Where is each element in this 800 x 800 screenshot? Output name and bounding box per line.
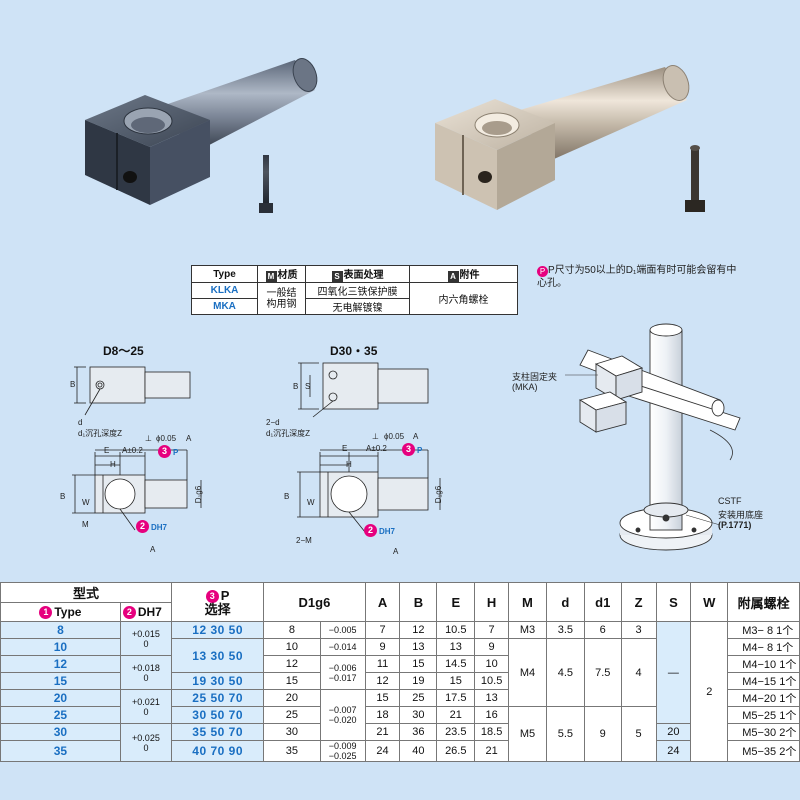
header-a: A — [364, 582, 401, 622]
dim-w-large: W — [307, 498, 315, 507]
assembly-illustration — [565, 323, 741, 551]
dim-d1g6-large: D₁g6 — [434, 485, 444, 504]
dim-e-large: E — [342, 444, 348, 453]
header-w: W — [690, 582, 729, 622]
spec-accessory: 内六角螺栓 — [409, 282, 518, 315]
dim-d1z-small: d₁沉孔深度Z — [78, 429, 123, 438]
product-image-mka — [435, 65, 705, 212]
dim-m-large: 2−M — [296, 536, 312, 545]
spec-type-klka: KLKA — [191, 282, 258, 299]
dim-h-large: H — [346, 460, 352, 469]
header-z: Z — [620, 582, 657, 622]
product-image-klka — [85, 58, 318, 213]
header-d1: d1 — [583, 582, 622, 622]
header-s: S — [655, 582, 692, 622]
clamp-label: 支柱固定夹 — [512, 372, 558, 382]
drawing-small-front — [72, 449, 202, 531]
dim-aref2-large: A — [393, 547, 399, 556]
spec-type-mka: MKA — [191, 298, 258, 315]
dim-d-large: 2−d — [266, 418, 280, 427]
dim-aref2-small: A — [150, 545, 156, 554]
dim-a-small: A±0.2 — [122, 446, 143, 455]
dim-perp-large: ⊥ — [372, 432, 379, 441]
dim-perp-small: ⊥ — [145, 434, 152, 443]
drawing-small-title: D8～25 — [103, 344, 144, 358]
spec-header-type: Type — [191, 265, 258, 283]
dim-aref-small: A — [186, 434, 192, 443]
dim-b-small: B — [70, 380, 76, 389]
dim-e-small: E — [104, 446, 110, 455]
header-bolt: 附属螺栓 — [727, 582, 800, 622]
dim-b2-large: B — [284, 492, 290, 501]
spec-material: 一般结构用钢 — [257, 282, 306, 315]
dim-phi-large: ϕ0.05 — [384, 432, 405, 441]
drawing-large-title: D30・35 — [330, 344, 378, 358]
table-row: 25 30 50 70 25 18 30 21 16 M5 5.5 9 5 M5… — [0, 706, 800, 762]
clamp-model: (MKA) — [512, 382, 538, 392]
dim-d1g6-small: D₁g6 — [194, 485, 204, 504]
dim-h-small: H — [110, 460, 116, 469]
header-h: H — [474, 582, 510, 622]
table-row: 10 13 30 50 10 −0.014 9 13 13 9 M4 4.5 7… — [0, 638, 800, 707]
dim-m-small: M — [82, 520, 89, 529]
dim-w-small: W — [82, 498, 90, 507]
dim-d-small: d — [78, 418, 83, 427]
header-e: E — [436, 582, 476, 622]
dim-s-large: S — [305, 382, 311, 391]
dim-phi-small: ϕ0.05 — [156, 434, 177, 443]
note-text: P尺寸为50以上的D₁端面有时可能会留有中心孔。 — [537, 265, 737, 289]
spec-surface-mka: 无电解镀镍 — [305, 298, 410, 315]
dim-aref-large: A — [413, 432, 419, 441]
header-m: M — [508, 582, 547, 622]
header-b: B — [399, 582, 438, 622]
header-d1g6: D1g6 — [263, 582, 366, 622]
dim-a-large: A±0.2 — [366, 444, 387, 453]
dim-b2-small: B — [60, 492, 66, 501]
header-d: d — [545, 582, 585, 622]
base-label: 安装用底座 — [718, 510, 764, 520]
base-page: (P.1771) — [718, 520, 752, 530]
dim-d1z-large: d₁沉孔深度Z — [266, 429, 311, 438]
table-row: 15 19 30 50 15 12 19 15 10.5 M4−15 1个 — [0, 672, 800, 690]
drawing-large-top — [298, 362, 429, 418]
p-badge: P — [537, 266, 548, 277]
base-code: CSTF — [718, 496, 742, 506]
spec-surface-klka: 四氧化三铁保护膜 — [305, 282, 410, 299]
header-type-group: 型式 — [0, 582, 173, 603]
dim-b-large: B — [293, 382, 299, 391]
drawing-large-front — [297, 449, 441, 533]
table-row: 35 40 70 90 35 −0.009−0.025 24 40 26.5 2… — [0, 740, 800, 762]
drawing-small-top — [74, 366, 191, 416]
